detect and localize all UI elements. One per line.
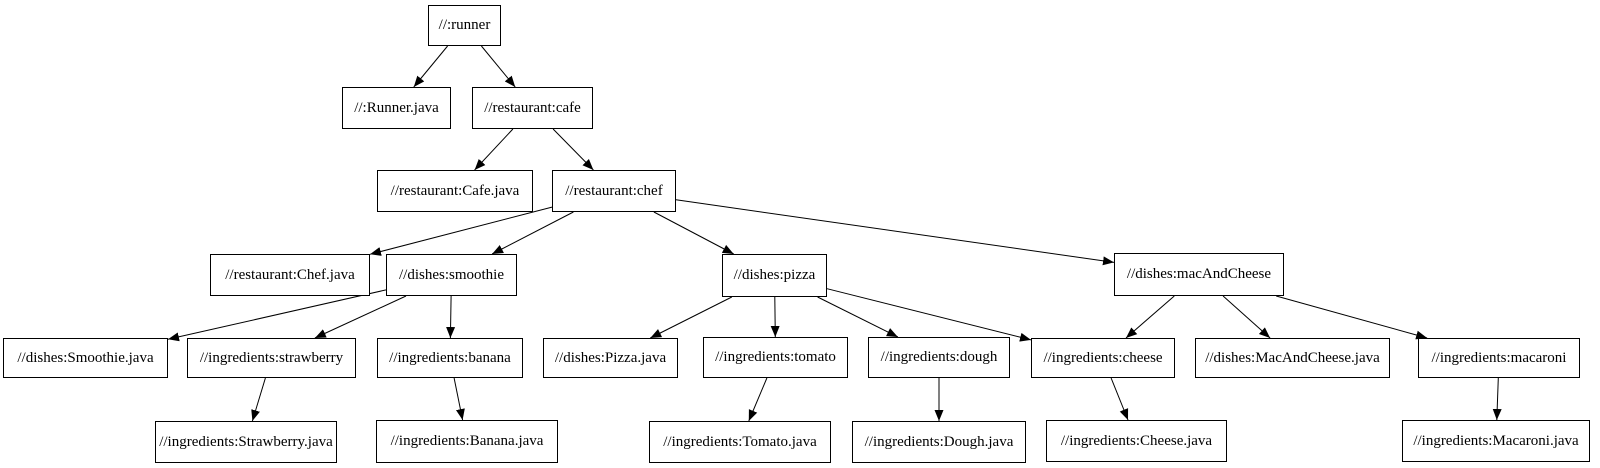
graph-edge-cheese-to-cheese_java [1110,377,1129,421]
graph-node-cafe_java: //restaurant:Cafe.java [377,170,533,212]
graph-node-runner: //:runner [428,5,501,46]
graph-node-label: //dishes:smoothie [399,266,504,283]
graph-edge-macandcheese-to-macaroni [1276,295,1428,340]
graph-edge-macandcheese-to-macandcheese_java [1222,295,1271,339]
graph-node-macaroni: //ingredients:macaroni [1418,338,1580,378]
graph-node-pizza: //dishes:pizza [722,254,827,297]
graph-node-cafe: //restaurant:cafe [472,87,593,129]
graph-node-cheese: //ingredients:cheese [1031,338,1175,378]
graph-edge-cafe-to-cafe_java [474,128,514,171]
graph-node-label: //dishes:Smoothie.java [17,349,154,366]
graph-node-runner_java: //:Runner.java [342,87,451,129]
graph-node-label: //ingredients:Banana.java [390,433,544,449]
graph-edge-macaroni-to-macaroni_java [1492,377,1502,421]
graph-edge-pizza-to-pizza_java [650,296,733,339]
graph-node-banana_java: //ingredients:Banana.java [376,420,558,463]
graph-edge-strawberry-to-strawberry_java [251,377,266,422]
graph-node-strawberry_java: //ingredients:Strawberry.java [155,421,337,463]
graph-node-label: //ingredients:dough [880,349,998,365]
graph-node-banana: //ingredients:banana [377,338,523,378]
graph-node-label: //dishes:macAndCheese [1126,266,1272,282]
graph-node-label: //ingredients:Macaroni.java [1413,432,1579,449]
graph-edge-chef-to-pizza [653,211,734,255]
graph-edge-runner-to-runner_java [413,45,448,88]
graph-node-chef: //restaurant:chef [552,170,676,212]
graph-node-label: //dishes:MacAndCheese.java [1205,349,1380,366]
graph-node-label: //ingredients:Tomato.java [663,433,817,450]
graph-edge-pizza-to-dough [817,296,899,338]
graph-edge-pizza-to-cheese [826,288,1032,342]
graph-node-label: //ingredients:Cheese.java [1060,432,1213,449]
graph-edge-chef-to-smoothie [491,211,574,255]
graph-node-cheese_java: //ingredients:Cheese.java [1046,420,1227,462]
graph-edge-chef-to-chef_java [369,206,553,256]
graph-node-label: //ingredients:banana [389,349,511,366]
graph-node-label: //restaurant:chef [565,182,663,199]
graph-node-smoothie: //dishes:smoothie [386,254,517,296]
graph-node-tomato_java: //ingredients:Tomato.java [649,421,831,463]
graph-node-label: //dishes:Pizza.java [554,349,667,366]
graph-node-macandcheese_java: //dishes:MacAndCheese.java [1195,338,1390,378]
graph-node-label: //restaurant:cafe [484,99,581,116]
graph-edge-cafe-to-chef [552,128,594,171]
graph-node-label: //:Runner.java [354,99,439,116]
graph-node-chef_java: //restaurant:Chef.java [210,254,370,296]
graph-node-label: //ingredients:strawberry [199,349,344,366]
graph-node-strawberry: //ingredients:strawberry [187,338,356,378]
graph-node-dough: //ingredients:dough [868,337,1010,378]
graph-edge-smoothie-to-strawberry [314,295,407,339]
graph-edge-banana-to-banana_java [453,377,465,421]
graph-node-smoothie_java: //dishes:Smoothie.java [3,338,168,378]
graph-node-label: //ingredients:tomato [715,349,836,365]
graph-node-label: //ingredients:macaroni [1431,349,1567,366]
graph-edge-macandcheese-to-cheese [1125,295,1175,339]
graph-edge-runner-to-cafe [481,45,516,88]
graph-node-macandcheese: //dishes:macAndCheese [1114,253,1284,296]
graph-edge-smoothie-to-banana [446,295,456,339]
graph-node-label: //ingredients:Strawberry.java [159,433,333,450]
graph-node-pizza_java: //dishes:Pizza.java [543,338,678,378]
graph-node-label: //ingredients:Dough.java [864,433,1014,450]
graph-node-dough_java: //ingredients:Dough.java [852,421,1026,463]
graph-node-label: //restaurant:Chef.java [225,266,355,283]
graph-node-label: //dishes:pizza [733,267,816,283]
graph-node-macaroni_java: //ingredients:Macaroni.java [1402,420,1590,462]
graph-node-tomato: //ingredients:tomato [703,337,848,378]
graph-edge-pizza-to-tomato [770,296,780,338]
graph-node-label: //:runner [438,17,491,33]
graph-node-label: //ingredients:cheese [1043,349,1163,366]
graph-edge-tomato-to-tomato_java [748,377,768,422]
graph-edge-chef-to-macandcheese [675,199,1115,266]
graph-edge-smoothie-to-smoothie_java [167,289,387,342]
graph-node-label: //restaurant:Cafe.java [390,182,520,199]
